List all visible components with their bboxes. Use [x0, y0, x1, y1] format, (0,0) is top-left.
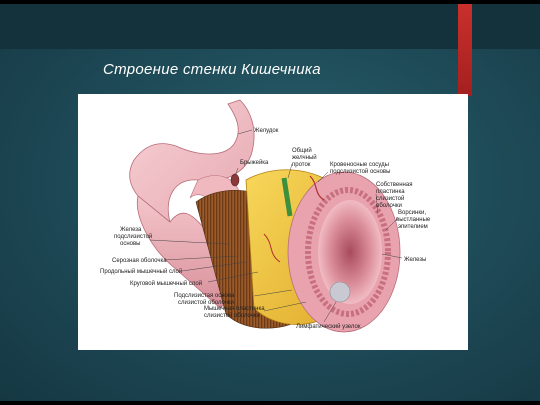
label-vessels-2: подслизистой основы: [330, 168, 390, 175]
label-lymph-node: Лимфатический узелок: [296, 323, 361, 330]
mesentery-vessel-icon: [230, 173, 240, 187]
villi-ring: [305, 187, 391, 317]
label-bile-duct-1: Общий: [292, 147, 312, 154]
label-submucosal-glands-2: подслизистой: [114, 233, 152, 240]
label-lamina-2: пластинка: [376, 189, 405, 195]
label-submucosal-glands-3: основы: [120, 241, 141, 247]
label-villi-1: Ворсинки,: [398, 210, 426, 216]
blood-vessels: [309, 175, 325, 201]
intestine-wall-diagram: Желудок Брыжейка Общий желчный проток Кр…: [100, 99, 431, 333]
label-submucosa-2: слизистой оболочки: [178, 299, 234, 306]
label-glands-right: Железы: [404, 257, 426, 263]
slide: Строение стенки Кишечника: [0, 4, 540, 401]
label-muscularis-mucosae-1: Мышечная пластинка: [204, 306, 265, 312]
label-bile-duct-3: проток: [292, 162, 311, 168]
label-bile-duct-2: желчный: [292, 154, 317, 161]
label-stomach: Желудок: [254, 128, 279, 134]
decorative-red-bar: [458, 4, 472, 96]
label-muscularis-mucosae-2: слизистой оболочки: [204, 312, 260, 319]
label-lamina-3: слизистой: [376, 195, 404, 202]
label-lamina-1: Собственная: [376, 182, 412, 188]
lymph-node: [329, 281, 351, 303]
label-mesentery: Брыжейка: [240, 159, 269, 166]
label-longitudinal-muscle: Продольный мышечный слой: [100, 268, 182, 275]
stomach-shape: [129, 99, 255, 224]
label-villi-2: выстланные: [396, 217, 431, 223]
label-circular-muscle: Круговой мышечный слой: [130, 280, 202, 287]
label-villi-3: эпителием: [398, 224, 428, 230]
label-lamina-4: оболочки: [376, 203, 402, 209]
leader-lines: [149, 129, 403, 323]
bile-duct: [281, 177, 293, 217]
label-serosa: Серозная оболочка: [112, 258, 167, 264]
label-submucosa-1: Подслизистая основа: [174, 293, 235, 299]
slide-top-band: [0, 4, 540, 49]
slide-title: Строение стенки Кишечника: [103, 61, 321, 78]
intestinal-lumen: [318, 200, 382, 304]
label-submucosal-glands-1: Железа: [120, 227, 142, 233]
blood-vessel-2: [263, 233, 281, 263]
label-vessels-1: Кровеносные сосуды: [330, 162, 389, 168]
diagram-panel: Желудок Брыжейка Общий желчный проток Кр…: [78, 94, 468, 350]
